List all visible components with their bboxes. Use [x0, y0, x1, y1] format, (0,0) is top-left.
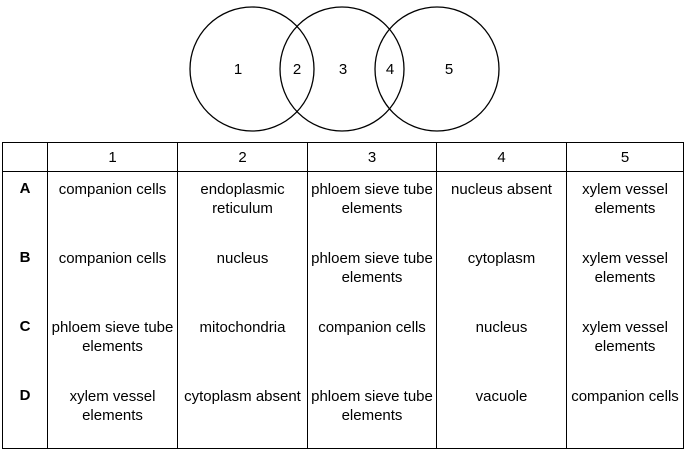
table-cell: phloem sieve tube elements — [47, 309, 178, 379]
table-cell: phloem sieve tube elements — [307, 171, 437, 241]
venn-region-1-label: 1 — [234, 61, 242, 78]
table-corner-cell — [2, 142, 48, 172]
table-header-row: 1 2 3 4 5 — [2, 142, 684, 172]
table-row-a: A companion cells endoplasmic reticulum … — [2, 171, 684, 241]
column-header-5: 5 — [566, 142, 684, 172]
table-cell: phloem sieve tube elements — [307, 240, 437, 310]
row-label-d: D — [2, 378, 48, 449]
venn-region-3-label: 3 — [339, 61, 347, 78]
venn-region-4-label: 4 — [386, 61, 394, 78]
table-cell: companion cells — [47, 171, 178, 241]
table-cell: nucleus absent — [436, 171, 567, 241]
table-cell: mitochondria — [177, 309, 308, 379]
table-cell: cytoplasm absent — [177, 378, 308, 449]
table-cell: cytoplasm — [436, 240, 567, 310]
column-header-2: 2 — [177, 142, 308, 172]
table-row-d: D xylem vessel elements cytoplasm absent… — [2, 378, 684, 449]
table-cell: xylem vessel elements — [566, 171, 684, 241]
answer-options-table: 1 2 3 4 5 A companion cells endoplasmic … — [2, 142, 684, 449]
row-label-b: B — [2, 240, 48, 310]
table-cell: xylem vessel elements — [566, 240, 684, 310]
venn-circle-left — [189, 6, 315, 132]
table-row-c: C phloem sieve tube elements mitochondri… — [2, 309, 684, 379]
table-row-b: B companion cells nucleus phloem sieve t… — [2, 240, 684, 310]
venn-region-2-label: 2 — [293, 61, 301, 78]
table-cell: companion cells — [566, 378, 684, 449]
table-cell: xylem vessel elements — [47, 378, 178, 449]
venn-circle-right — [374, 6, 500, 132]
row-label-a: A — [2, 171, 48, 241]
table-cell: companion cells — [307, 309, 437, 379]
table-cell: phloem sieve tube elements — [307, 378, 437, 449]
table-cell: vacuole — [436, 378, 567, 449]
venn-region-5-label: 5 — [445, 61, 453, 78]
table-cell: nucleus — [177, 240, 308, 310]
table-cell: endoplasmic reticulum — [177, 171, 308, 241]
venn-circle-middle — [279, 6, 405, 132]
table-cell: xylem vessel elements — [566, 309, 684, 379]
table-cell: nucleus — [436, 309, 567, 379]
row-label-c: C — [2, 309, 48, 379]
column-header-3: 3 — [307, 142, 437, 172]
venn-diagram: 1 2 3 4 5 — [189, 6, 500, 132]
table-cell: companion cells — [47, 240, 178, 310]
column-header-4: 4 — [436, 142, 567, 172]
column-header-1: 1 — [47, 142, 178, 172]
